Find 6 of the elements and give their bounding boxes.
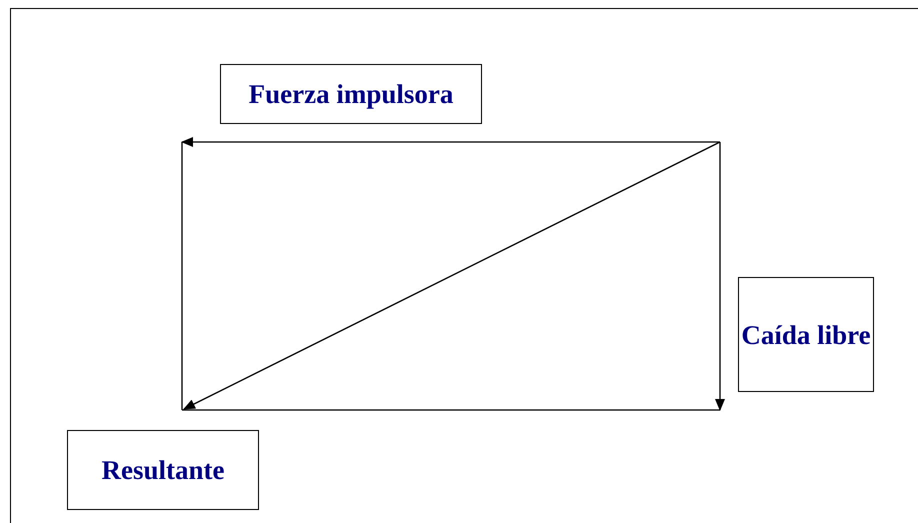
label-box bbox=[220, 64, 482, 124]
force-label: Resultante bbox=[102, 454, 224, 487]
label-box bbox=[67, 430, 259, 510]
force-label: Caída libre bbox=[741, 318, 871, 352]
label-box bbox=[738, 277, 874, 392]
force-label: Fuerza impulsora bbox=[248, 78, 454, 111]
